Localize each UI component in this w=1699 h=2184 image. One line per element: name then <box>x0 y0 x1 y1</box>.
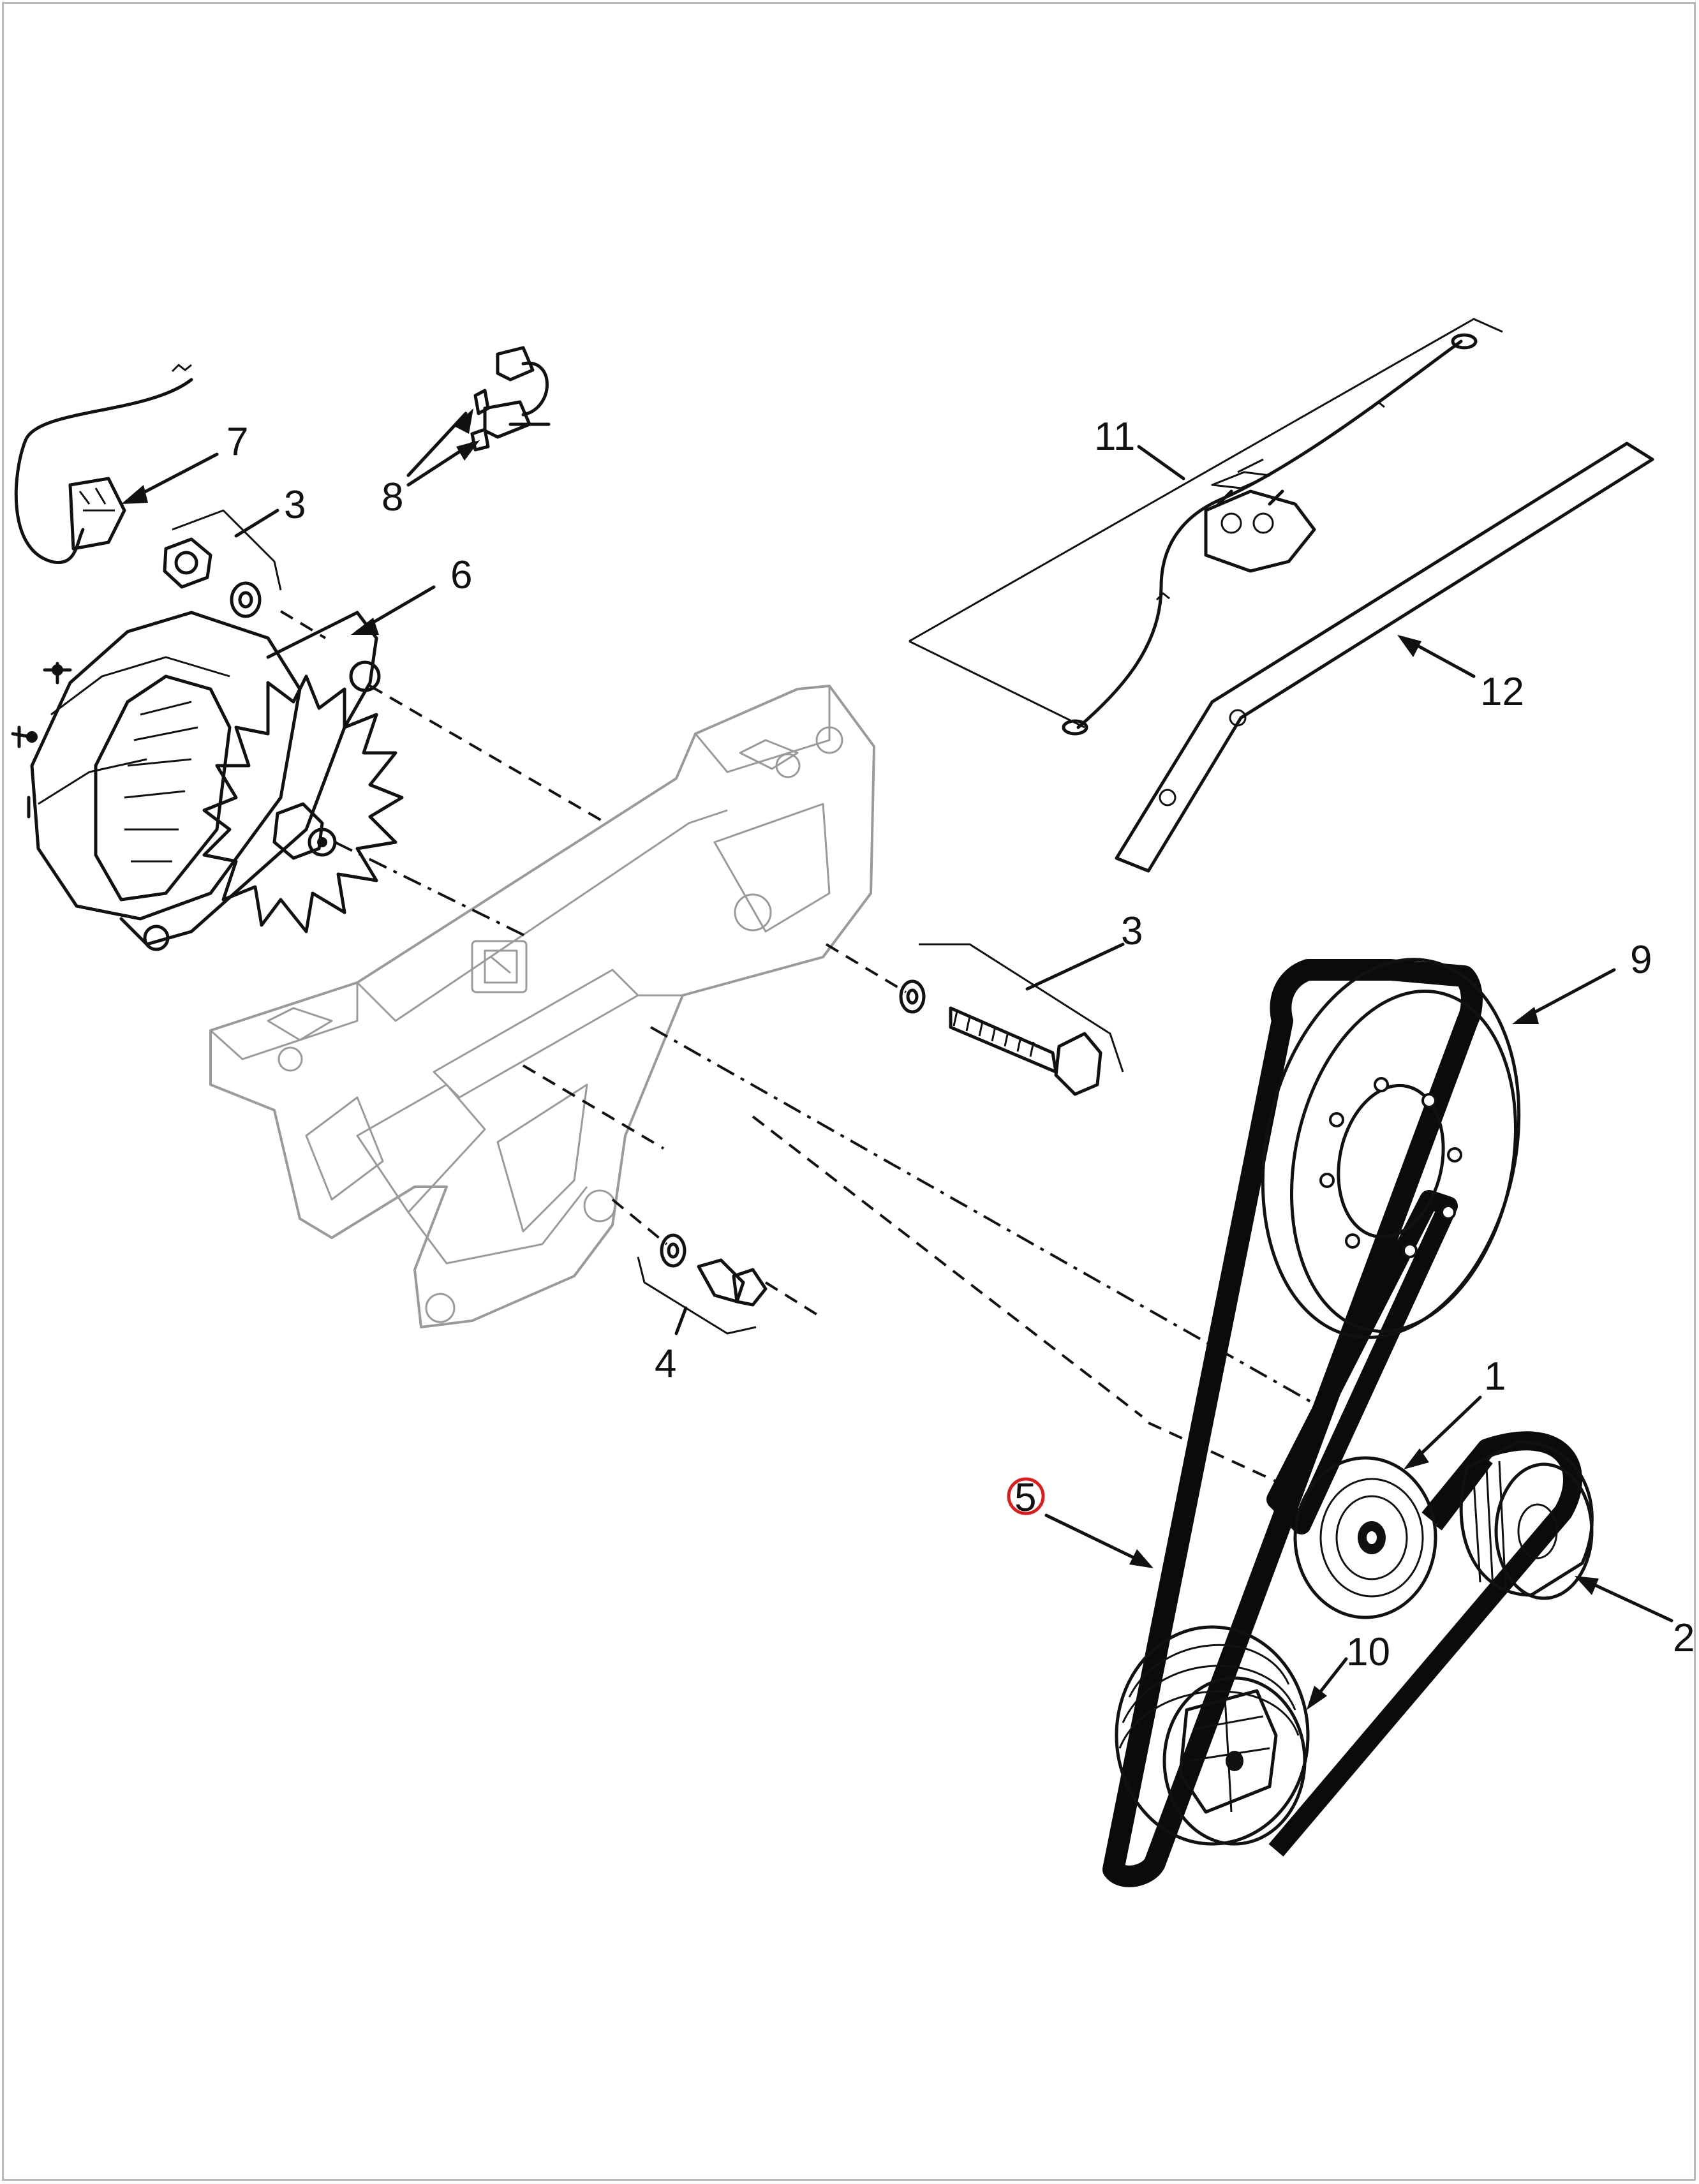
pulley-2 <box>1459 1440 1594 1600</box>
callout-9: 9 <box>1630 938 1652 982</box>
mounting-bracket <box>209 685 875 1328</box>
callout-8: 8 <box>382 475 403 519</box>
callout-2: 2 <box>1673 1616 1695 1660</box>
callout-4: 4 <box>655 1342 676 1386</box>
callout-12: 12 <box>1480 670 1524 714</box>
battery-cable-11 <box>909 318 1503 736</box>
nut-washer-3-upper <box>163 509 282 618</box>
bolt-washer-4 <box>637 1233 768 1335</box>
wiring-harness-7 <box>14 364 193 565</box>
connector-8 <box>470 346 551 452</box>
callout-labels: 7 8 3 6 11 12 3 9 4 1 2 10 5 <box>226 415 1695 1674</box>
crank-pulley-10 <box>1115 1625 1310 1846</box>
idler-pulley-1 <box>1293 1456 1437 1619</box>
callout-6: 6 <box>450 553 472 597</box>
callout-leaders <box>121 408 1673 1710</box>
pulley-9 <box>1261 958 1521 1339</box>
callout-7: 7 <box>226 420 248 464</box>
bolt-washer-3-lower <box>899 943 1124 1096</box>
callout-3-upper: 3 <box>284 483 306 527</box>
callout-10: 10 <box>1346 1630 1390 1674</box>
alternator <box>11 611 404 951</box>
callout-3-lower: 3 <box>1121 909 1143 953</box>
callout-5-highlight-ring <box>1007 1477 1045 1515</box>
callout-11: 11 <box>1094 415 1135 459</box>
callout-1: 1 <box>1484 1355 1506 1399</box>
callout-5: 5 <box>1014 1476 1036 1520</box>
strap-12 <box>1115 442 1654 873</box>
